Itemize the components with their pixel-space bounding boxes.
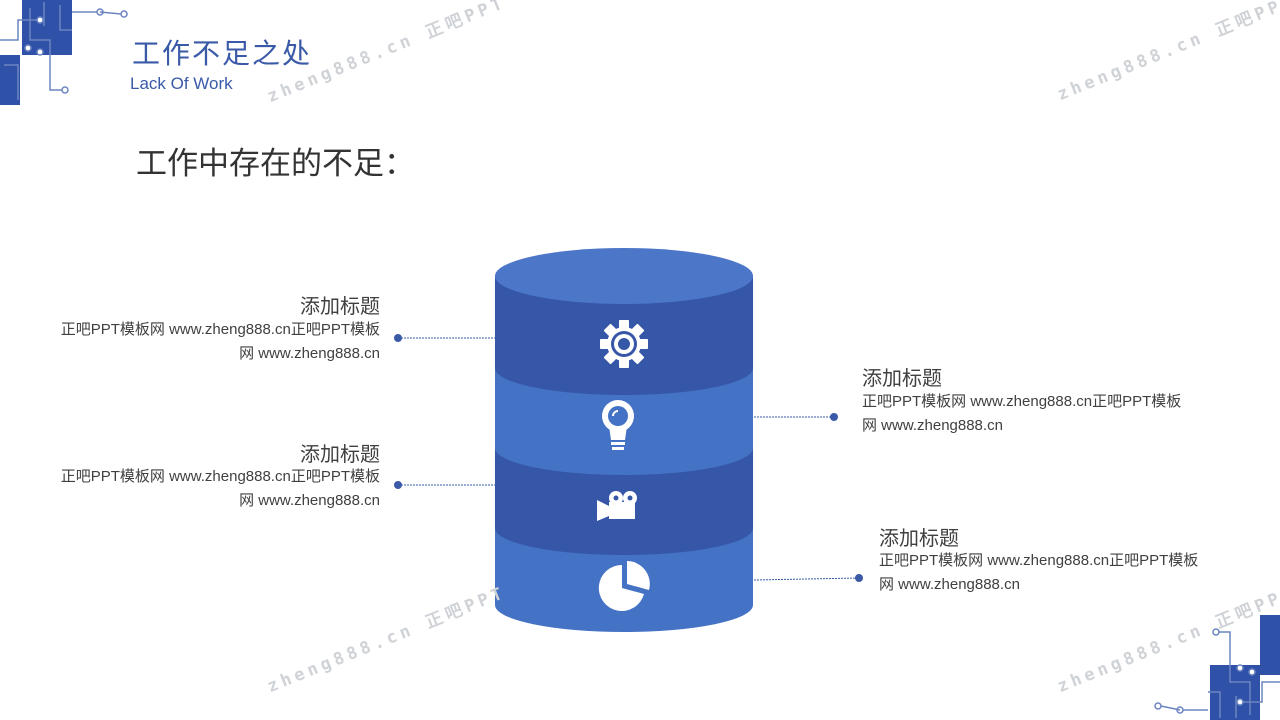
lightbulb-icon — [602, 400, 634, 450]
circuit-decoration-bottom-right — [1154, 615, 1280, 720]
cylinder-layer-4 — [495, 528, 753, 632]
cylinder-top — [495, 248, 753, 304]
pie-chart-icon — [598, 561, 650, 611]
item-1-body: 正吧PPT模板网 www.zheng888.cn正吧PPT模板网 www.zhe… — [60, 321, 380, 362]
connector-dot-3 — [830, 413, 838, 421]
page-title: 工作不足之处 — [132, 37, 313, 70]
item-2-body: 正吧PPT模板网 www.zheng888.cn正吧PPT模板网 www.zhe… — [60, 468, 380, 509]
stacked-cylinder-graphic — [495, 248, 753, 632]
item-2-title: 添加标题 — [300, 442, 380, 466]
item-3-title: 添加标题 — [862, 366, 942, 390]
section-heading: 工作中存在的不足： — [136, 146, 415, 182]
item-3-body: 正吧PPT模板网 www.zheng888.cn正吧PPT模板网 www.zhe… — [862, 393, 1182, 434]
video-camera-icon — [597, 491, 637, 521]
item-4-body: 正吧PPT模板网 www.zheng888.cn正吧PPT模板网 www.zhe… — [879, 552, 1199, 593]
gear-icon — [600, 320, 648, 368]
connector-dot-4 — [855, 574, 863, 582]
connector-dot-2 — [394, 481, 402, 489]
item-4-title: 添加标题 — [879, 526, 959, 550]
connector-dot-1 — [394, 334, 402, 342]
circuit-decoration-top-left — [0, 0, 128, 105]
item-1-title: 添加标题 — [300, 294, 380, 318]
page-subtitle: Lack Of Work — [130, 74, 233, 93]
connector-4 — [753, 577, 860, 581]
